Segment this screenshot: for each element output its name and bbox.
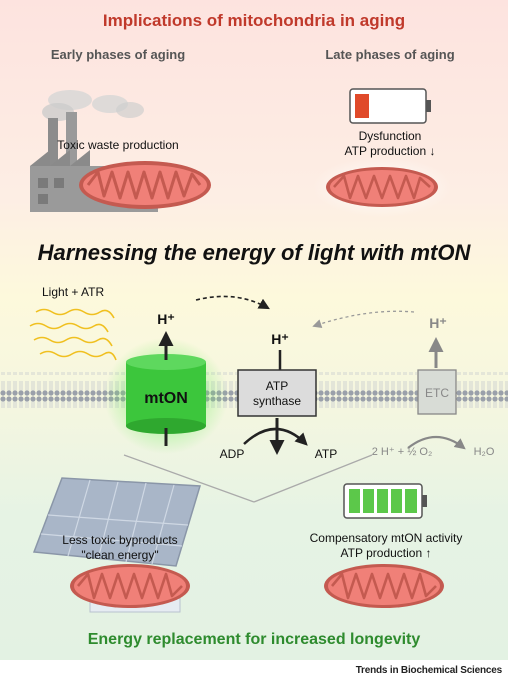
- left-caption-line2: "clean energy": [81, 548, 158, 562]
- left-caption-line1: Less toxic byproducts: [62, 533, 177, 547]
- mton-channel-icon: [126, 354, 206, 434]
- mitochondrion-early-icon: [79, 161, 211, 209]
- proton-flow-arrow-right: [312, 310, 415, 329]
- h-plus-left: H⁺: [157, 311, 175, 327]
- low-battery-icon: [349, 88, 431, 124]
- atp-synthase-box: [237, 369, 317, 417]
- bottom-title: Energy replacement for increased longevi…: [88, 631, 421, 648]
- mton-label: mtON: [144, 390, 188, 407]
- full-battery-icon: [343, 483, 427, 519]
- mitochondrion-late-icon: [312, 157, 452, 217]
- atp-synthase-line1: ATP: [266, 379, 288, 393]
- adp-to-atp-arrow: [243, 427, 308, 446]
- light-wave-icon: [29, 308, 117, 361]
- etc-box: [417, 369, 457, 415]
- late-caption-line2: ATP production ↓: [345, 144, 436, 158]
- journal-credit: Trends in Biochemical Sciences: [355, 665, 502, 676]
- right-caption-line2: ATP production ↑: [341, 546, 432, 560]
- atp-synthase-line2: synthase: [253, 394, 301, 408]
- reaction-left: 2 H⁺ + ½ O₂: [372, 446, 433, 458]
- reaction-right: H₂O: [474, 446, 495, 458]
- h-plus-center: H⁺: [271, 331, 289, 347]
- etc-label: ETC: [425, 386, 449, 400]
- light-label: Light + ATR: [42, 285, 104, 299]
- middle-title: Harnessing the energy of light with mtON: [38, 240, 472, 265]
- etc-reaction-arrow: [407, 436, 466, 450]
- early-caption: Toxic waste production: [57, 138, 178, 152]
- h-plus-right: H⁺: [429, 315, 447, 331]
- divider-line-left: [123, 454, 255, 503]
- adp-label: ADP: [220, 447, 245, 461]
- early-heading: Early phases of aging: [51, 47, 185, 62]
- atp-label: ATP: [315, 447, 337, 461]
- late-caption-line1: Dysfunction: [359, 129, 422, 143]
- mitochondrion-active-icon: [324, 564, 444, 608]
- late-heading: Late phases of aging: [325, 47, 454, 62]
- right-caption-line1: Compensatory mtON activity: [310, 531, 463, 545]
- divider-line-right: [253, 454, 373, 503]
- proton-flow-arrow-left: [195, 295, 270, 310]
- top-title: Implications of mitochondria in aging: [103, 11, 405, 30]
- mitochondrion-clean-icon: [70, 564, 190, 608]
